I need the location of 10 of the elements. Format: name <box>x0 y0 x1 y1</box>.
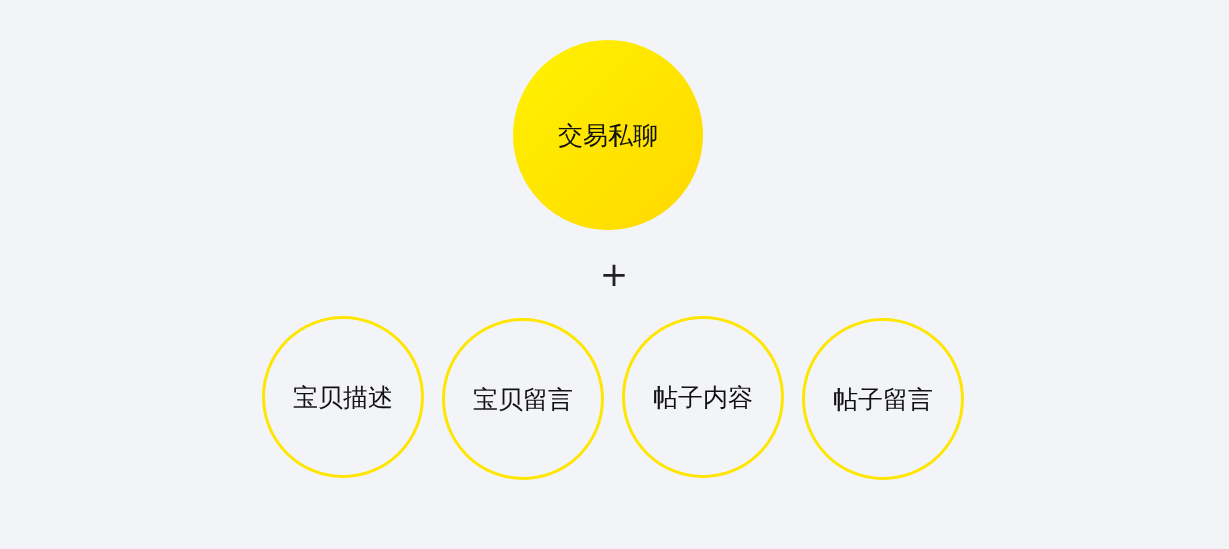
node-label: 交易私聊 <box>558 119 658 152</box>
node-label: 帖子留言 <box>833 383 933 416</box>
node-label: 帖子内容 <box>653 381 753 414</box>
circle-node <box>622 316 784 478</box>
node-label: 宝贝留言 <box>473 383 573 416</box>
circle-node <box>442 318 604 480</box>
plus-sign: + <box>599 257 629 291</box>
circle-node <box>262 316 424 478</box>
node-label: 宝贝描述 <box>293 381 393 414</box>
circle-node <box>802 318 964 480</box>
